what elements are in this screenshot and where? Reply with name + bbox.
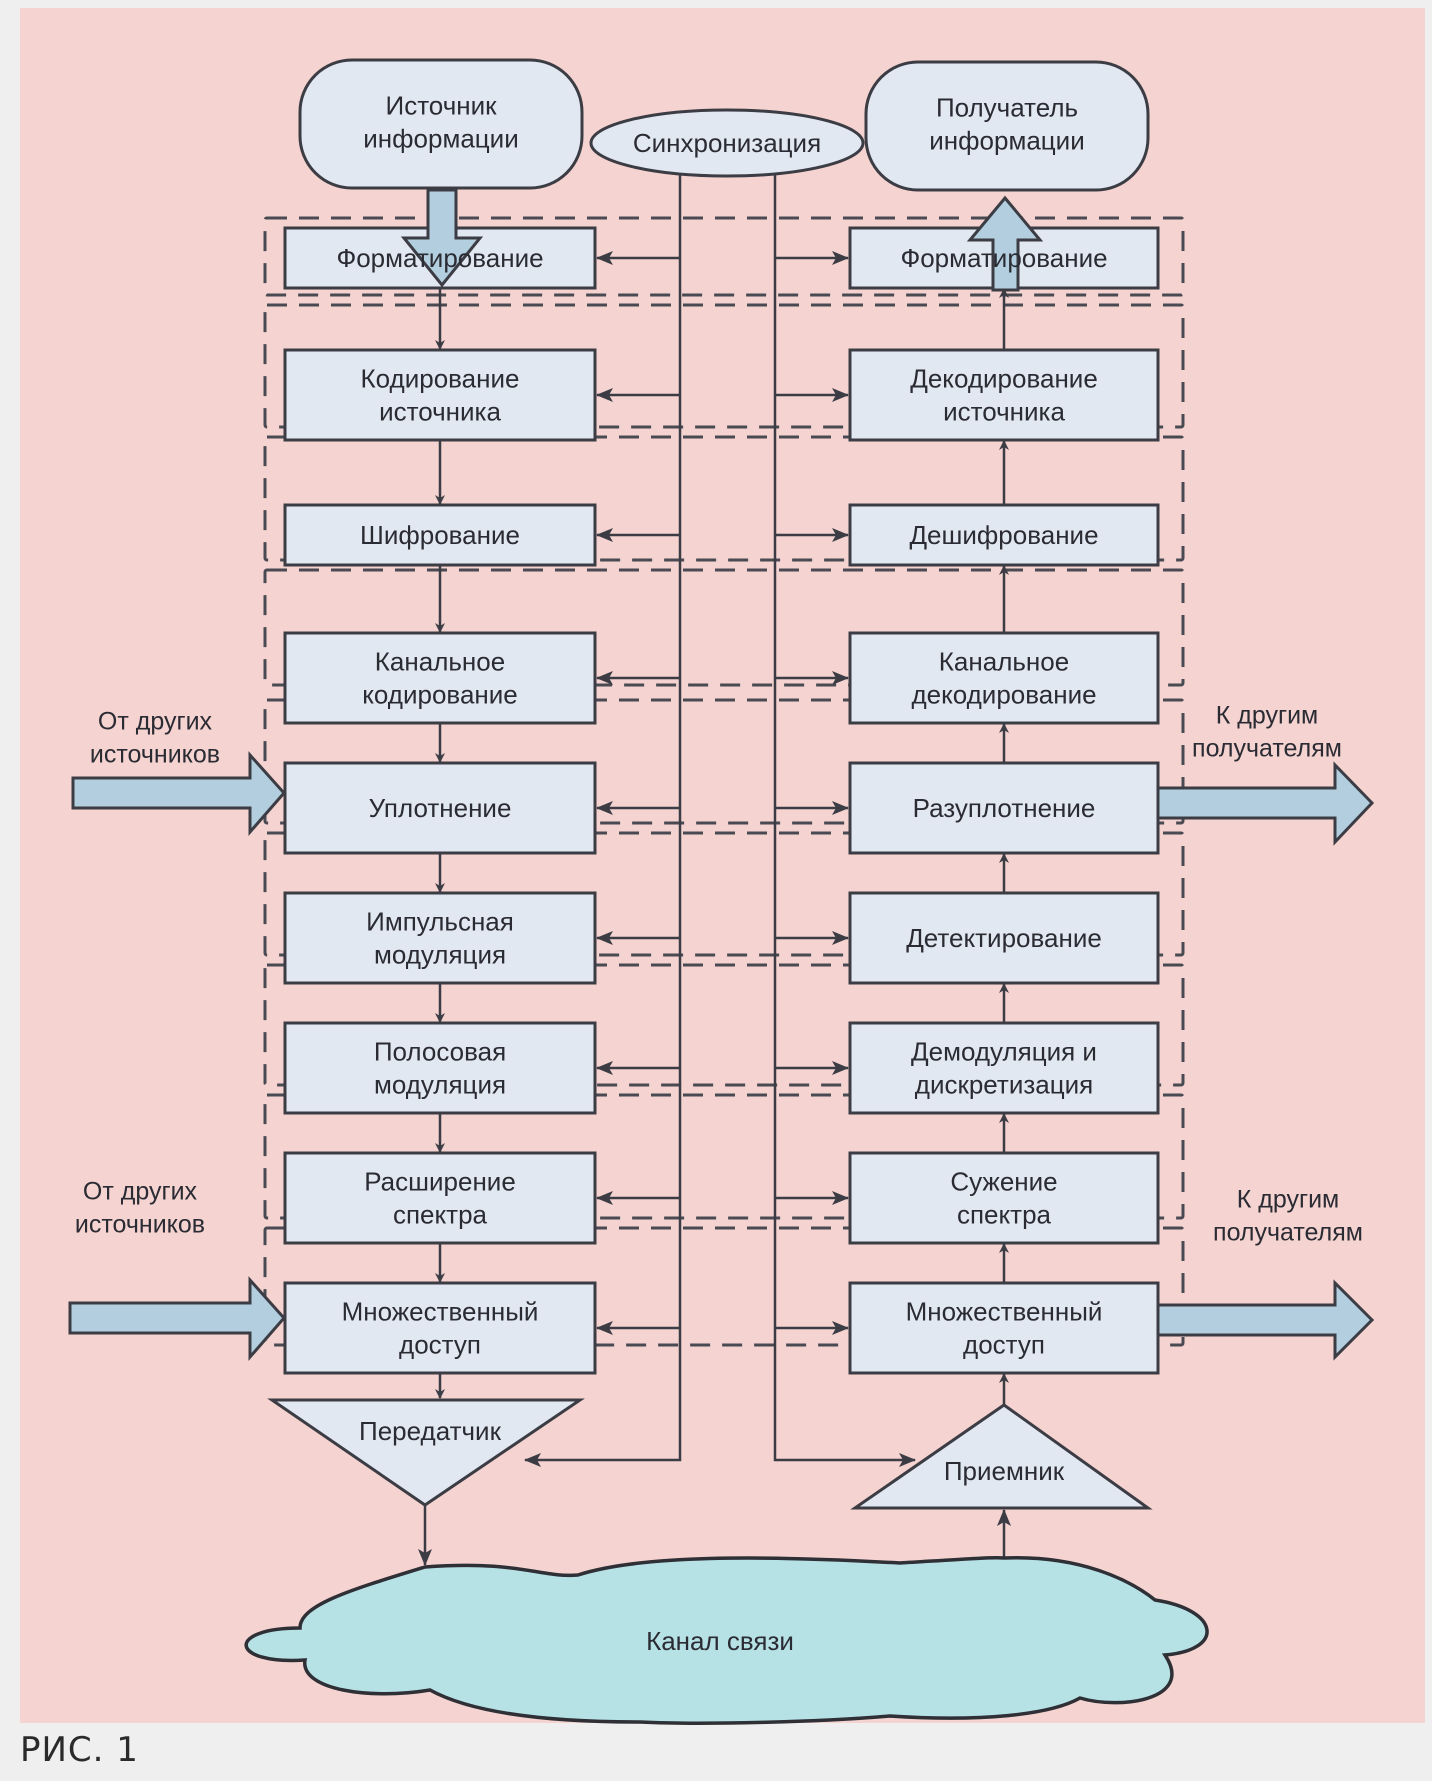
tx-block-label-7-line: Полосовая — [374, 1037, 506, 1067]
from-other-sources-label-1-line: От других — [98, 708, 213, 736]
tx-block-label-2-line: Кодирование — [361, 364, 520, 394]
sync-label: Синхронизация — [633, 128, 821, 158]
sync-arrow-receiver — [773, 1400, 916, 1467]
layer-group-7 — [263, 963, 1185, 1087]
tx-block-9 — [283, 1281, 597, 1375]
channel-label: Канал связи — [646, 1626, 794, 1656]
source-down-arrow — [400, 188, 484, 288]
receiver-up-arrow — [966, 195, 1044, 292]
rx-block-5 — [848, 761, 1160, 855]
rx-block-9 — [848, 1281, 1160, 1375]
receiver-label: Приемник — [944, 1456, 1065, 1486]
rx-block-label-6-line: Детектирование — [906, 923, 1102, 953]
from-other-sources-arrow-2 — [68, 1276, 287, 1362]
source-terminal — [298, 58, 584, 190]
tx-block-label-1-line: Форматирование — [336, 243, 543, 273]
from-other-sources-label-2-line: От других — [83, 1178, 198, 1206]
rx-block-label-9-line: Множественный — [906, 1297, 1103, 1327]
rx-block-label-3-line: Дешифрование — [909, 520, 1098, 550]
sync-ellipse — [589, 108, 865, 178]
tx-block-8 — [283, 1151, 597, 1245]
rx-block-label-2-line: Декодирование — [910, 364, 1098, 394]
receiver-terminal-label-line: Получатель — [936, 93, 1078, 123]
rx-block-label-2-line: источника — [943, 397, 1065, 427]
rx-block-label-8-line: Сужение — [950, 1167, 1057, 1197]
rx-block-label-1-line: Форматирование — [900, 243, 1107, 273]
layer-group-1 — [263, 216, 1185, 297]
tx-block-label-8-line: спектра — [393, 1200, 488, 1230]
tx-block-label-2-line: источника — [379, 397, 501, 427]
tx-block-label-5-line: Уплотнение — [369, 793, 512, 823]
tx-block-label-4-line: кодирование — [362, 680, 518, 710]
transmitter-triangle — [267, 1398, 585, 1507]
connectors — [418, 162, 1011, 1566]
layer-group-9 — [263, 1226, 1185, 1347]
to-other-receivers-label-1-line: получателям — [1192, 735, 1342, 763]
tx-block-label-3-line: Шифрование — [360, 520, 520, 550]
tx-block-label-8-line: Расширение — [364, 1167, 516, 1197]
rx-block-7 — [848, 1021, 1160, 1115]
from-other-sources-label-1-line: источников — [90, 741, 220, 769]
rx-block-4 — [848, 631, 1160, 725]
rx-block-label-4-line: Канальное — [939, 647, 1069, 677]
layer-group-5 — [263, 698, 1185, 825]
source-label-line: Источник — [386, 91, 498, 121]
transmitter-label: Передатчик — [359, 1416, 502, 1446]
figure-caption: РИС. 1 — [20, 1730, 139, 1770]
tx-block-7 — [283, 1021, 597, 1115]
receiver-triangle — [850, 1403, 1153, 1510]
to-other-receivers-arrow-1 — [1156, 761, 1375, 846]
tx-block-label-7-line: модуляция — [374, 1070, 506, 1100]
tx-block-label-9-line: доступ — [399, 1330, 481, 1360]
tx-block-label-4-line: Канальное — [375, 647, 505, 677]
rx-block-8 — [848, 1151, 1160, 1245]
shapes — [68, 58, 1375, 1725]
rx-block-label-5-line: Разуплотнение — [913, 793, 1096, 823]
layer-group-3 — [263, 435, 1185, 562]
rx-block-6 — [848, 891, 1160, 985]
source-label-line: информации — [363, 124, 518, 154]
tx-block-label-6-line: Импульсная — [366, 907, 514, 937]
layer-group-2 — [263, 303, 1185, 429]
tx-block-6 — [283, 891, 597, 985]
to-other-receivers-label-1-line: К другим — [1216, 702, 1319, 730]
tx-block-3 — [283, 503, 597, 567]
tx-block-4 — [283, 631, 597, 725]
to-other-receivers-label-2-line: получателям — [1213, 1219, 1363, 1247]
layer-group-4 — [263, 568, 1185, 687]
tx-block-2 — [283, 348, 597, 442]
labels: ФорматированиеКодированиеисточникаШифров… — [75, 91, 1363, 1657]
receiver-terminal-label-line: информации — [929, 126, 1084, 156]
layer-group-6 — [263, 831, 1185, 957]
to-other-receivers-arrow-2 — [1156, 1279, 1375, 1361]
layer-group-8 — [263, 1093, 1185, 1220]
rx-block-label-7-line: дискретизация — [915, 1070, 1093, 1100]
rx-block-label-9-line: доступ — [963, 1330, 1045, 1360]
rx-block-3 — [848, 503, 1160, 567]
from-other-sources-label-2-line: источников — [75, 1211, 205, 1239]
rx-block-label-4-line: декодирование — [911, 680, 1096, 710]
rx-block-label-8-line: спектра — [957, 1200, 1052, 1230]
to-other-receivers-label-2-line: К другим — [1237, 1186, 1340, 1214]
rx-block-label-7-line: Демодуляция и — [911, 1037, 1097, 1067]
dashed-groups — [263, 216, 1185, 1347]
receiver-terminal — [864, 60, 1150, 192]
from-other-sources-arrow-1 — [71, 751, 287, 837]
tx-block-label-6-line: модуляция — [374, 940, 506, 970]
sync-arrow-transmitter — [524, 1420, 682, 1467]
rx-block-2 — [848, 348, 1160, 442]
channel-cloud — [244, 1556, 1209, 1725]
tx-block-5 — [283, 761, 597, 855]
tx-block-label-9-line: Множественный — [342, 1297, 539, 1327]
